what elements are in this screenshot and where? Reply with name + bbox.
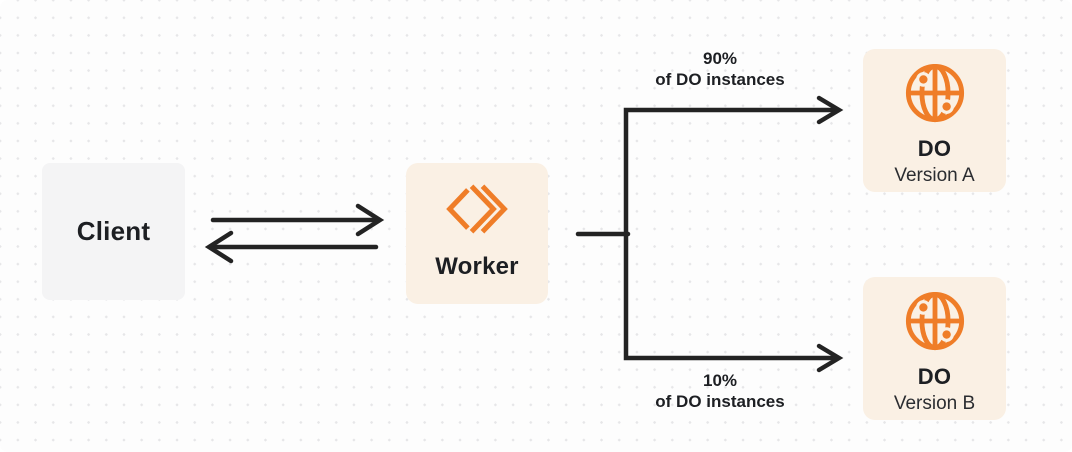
do-a-subtitle: Version A <box>894 165 975 186</box>
client-label: Client <box>76 216 151 246</box>
edge-label-10-line1: 10% <box>702 371 738 390</box>
node-worker: Worker <box>406 163 548 304</box>
do-b-subtitle: Version B <box>893 393 976 414</box>
edge-label-10-line2: of DO instances <box>655 392 785 411</box>
edge-label-90-percent: 90% of DO instances <box>610 48 830 90</box>
split-bracket <box>623 107 839 361</box>
do-b-title: DO <box>917 364 952 389</box>
node-do-version-a: DO Version A <box>863 49 1006 192</box>
globe-icon <box>905 291 964 351</box>
edge-label-90-line1: 90% <box>702 49 738 68</box>
worker-label: Worker <box>435 253 519 280</box>
edge-label-10-percent: 10% of DO instances <box>610 370 830 412</box>
edge-label-90-line2: of DO instances <box>655 70 785 89</box>
node-do-version-b: DO Version B <box>863 277 1006 420</box>
arrowhead-bottom-icon <box>816 343 844 373</box>
workers-icon <box>446 184 508 234</box>
arrowhead-left-icon <box>204 230 234 264</box>
globe-icon <box>905 63 964 123</box>
arrowhead-top-icon <box>816 95 844 125</box>
do-a-title: DO <box>917 136 952 161</box>
node-client: Client <box>42 163 185 300</box>
arrowhead-right-icon <box>355 203 385 237</box>
